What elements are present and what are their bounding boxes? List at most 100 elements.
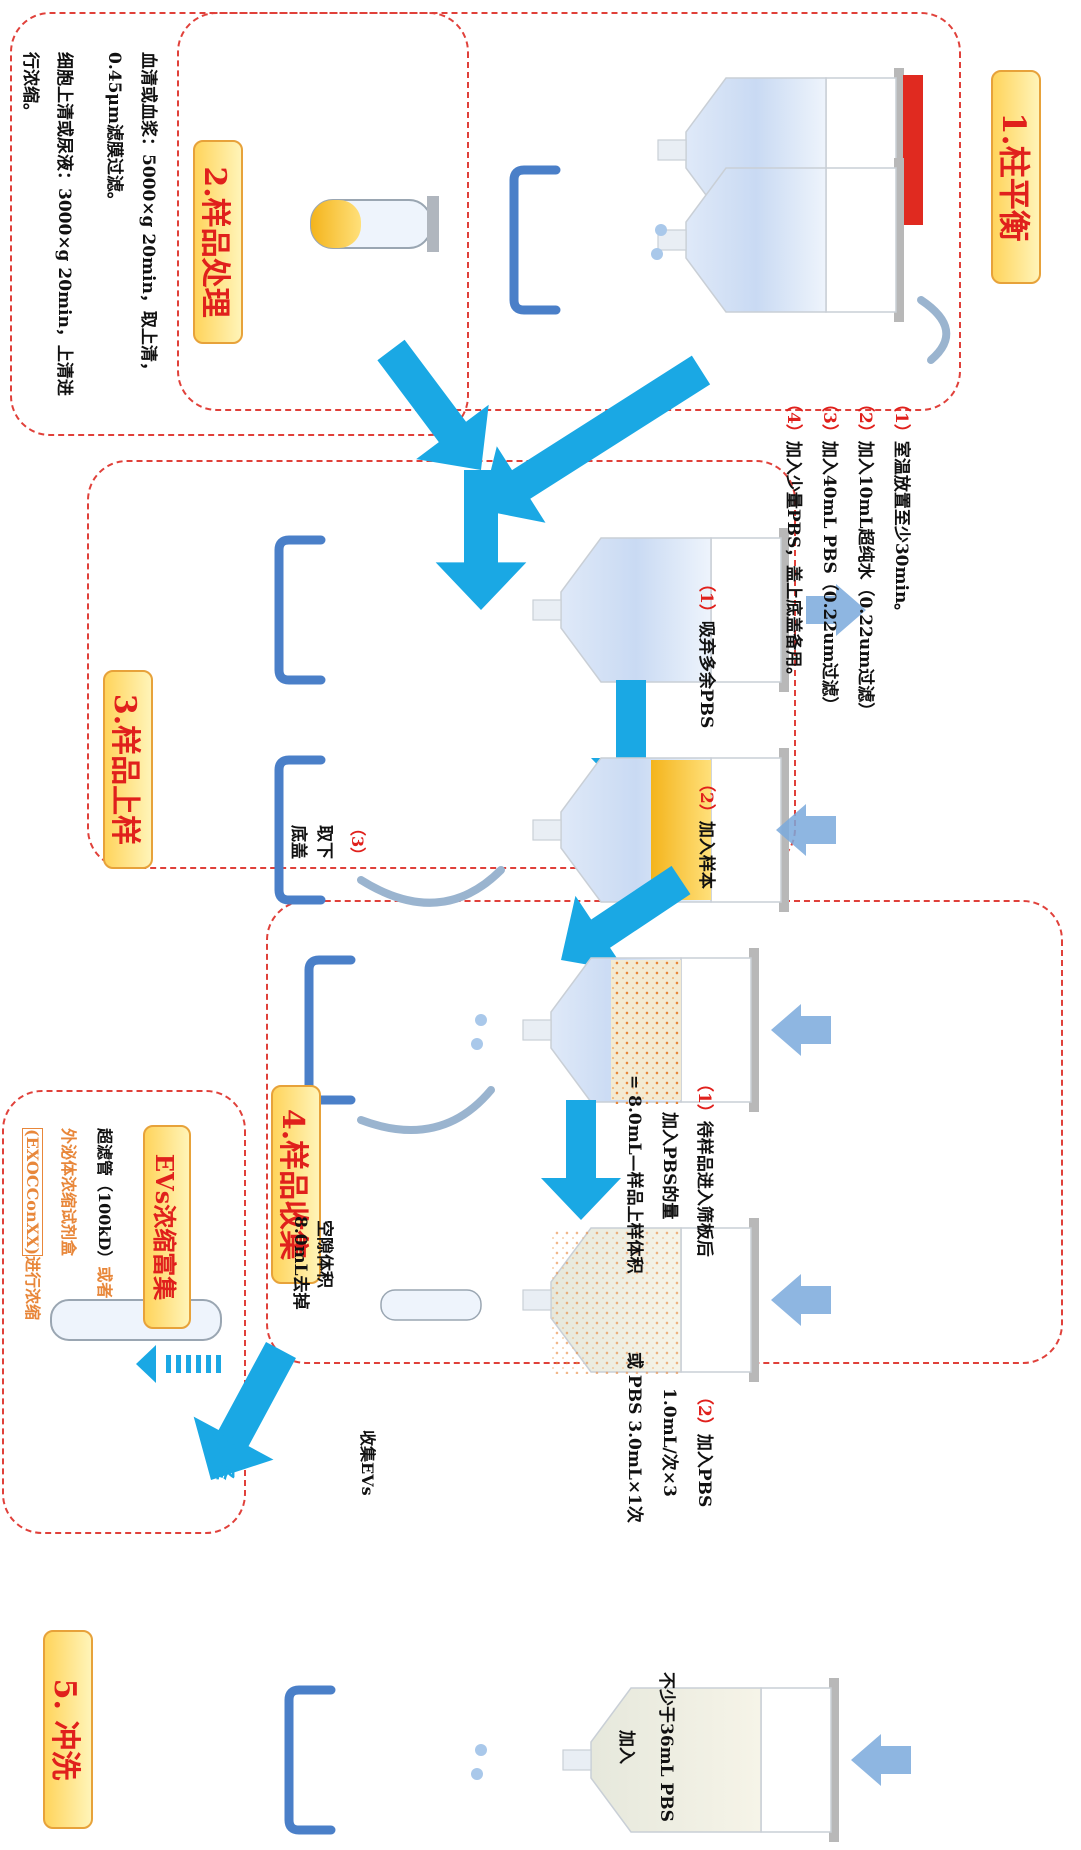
step3-item3-num: （3） <box>348 820 367 864</box>
step1-item4: （4）加入少量PBS，盖上底盖备用。 <box>783 395 808 684</box>
step3-remove-pbs-arrow <box>806 584 866 636</box>
evs-line2: 外泌体浓缩试剂盒 <box>59 1128 78 1257</box>
step2-tube-sample <box>311 200 361 248</box>
step1-drops-b <box>651 248 663 260</box>
choose-arrow-dash <box>196 1355 201 1373</box>
step2-line4: 行浓缩。 <box>20 52 40 120</box>
step4-void-curve-arrow <box>357 1086 495 1134</box>
step2-line2: 0.45μm滤膜过滤。 <box>104 52 124 209</box>
step4-item2-line3: 或 PBS 3.0mL×1次 <box>624 1352 644 1523</box>
step1-item2: （2）加入10mL超纯水（0.22um过滤） <box>855 395 880 719</box>
step4-add-pbs-arrow-a <box>771 1004 831 1056</box>
arrow-step2-to-3 <box>377 339 489 470</box>
step5-drops-b <box>471 1768 483 1780</box>
arrow-step1-to-3 <box>481 355 711 523</box>
step1-item1-num: （1） <box>891 395 911 441</box>
step2-line3: 细胞上清或尿液：3000×g 20min，上清进 <box>54 52 74 396</box>
step5-syringe-plunger <box>760 1687 832 1833</box>
step3-holder-b <box>274 755 326 905</box>
step4-syringe-b-nozzle <box>522 1289 552 1311</box>
arrow-step3-to-4 <box>561 865 691 972</box>
step1-holder <box>509 165 561 315</box>
step3-cap-curve-arrow <box>357 866 505 907</box>
step1-syringe-b-plunger <box>825 167 897 313</box>
step4-item1-line1: （1）待样品进入筛板后 <box>694 1075 719 1257</box>
choose-arrow-head <box>136 1345 156 1383</box>
step1-item1: （1）室温放置至少30min。 <box>891 395 916 620</box>
step3-syringe-a-body <box>560 537 712 683</box>
step4-void-line1: 空隙体积 <box>314 1220 334 1288</box>
step4-syringe-a-nozzle <box>522 1019 552 1041</box>
evs-title: EVs浓缩富集 <box>143 1125 191 1329</box>
step3-item3-text-a: 取下 <box>314 825 334 859</box>
step5-line2: 不少于36mL PBS <box>656 1672 676 1822</box>
choose-label: 选择 <box>209 1432 238 1480</box>
step4-item1-text: 待样品进入筛板后 <box>694 1120 714 1257</box>
evs-line3-a: (EXOCConXX) <box>22 1128 43 1257</box>
arrow-step4-to-5 <box>193 1341 296 1480</box>
evs-line3: (EXOCConXX)进行浓缩 <box>22 1128 46 1320</box>
step3-add-sample-arrow <box>776 804 836 856</box>
step4-syringe-a-dots <box>611 960 681 1104</box>
step3-item3-text-b: 底盖 <box>288 825 308 859</box>
step1-item2-num: （2） <box>855 395 875 441</box>
step4-holder <box>304 955 356 1105</box>
step2-title: 2.样品处理 <box>193 140 243 344</box>
step1-item4-text: 加入少量PBS，盖上底盖备用。 <box>783 440 803 685</box>
step3-syringe-a-nozzle <box>532 599 562 621</box>
step1-syringe-a-redcap <box>903 75 923 225</box>
step4-drops-b <box>471 1038 483 1050</box>
step5-add-pbs-arrow <box>851 1734 911 1786</box>
step5-drops-a <box>475 1744 487 1756</box>
arrow-into-step3 <box>435 470 527 610</box>
choose-arrow-dash <box>216 1355 221 1373</box>
step4-add-pbs-arrow-b <box>771 1274 831 1326</box>
step4-drops-a <box>475 1014 487 1026</box>
step3-item2: （2）加入样本 <box>696 775 721 889</box>
step3-syringe-b-nozzle <box>532 819 562 841</box>
step3-holder-a <box>274 535 326 685</box>
step4-item2-line1: （2）加入PBS <box>694 1388 719 1507</box>
choose-arrow-dash <box>176 1355 181 1373</box>
evs-filter-tube <box>50 1299 222 1341</box>
step3-syringe-a-plunger <box>710 537 782 683</box>
step4-item2-line2: 1.0mL/次×3 <box>659 1388 679 1497</box>
step3-item2-num: （2） <box>696 775 716 821</box>
step4-item2-num: （2） <box>694 1388 714 1434</box>
step5-syringe-body <box>590 1687 762 1833</box>
step1-item1-text: 室温放置至少30min。 <box>891 440 911 621</box>
evs-line1-b: 或者 <box>95 1266 114 1299</box>
step2-line1: 血清或血浆：5000×g 20min，取上清， <box>138 52 158 379</box>
step2-tube-lip <box>427 196 439 252</box>
arrow-step4-down <box>541 1100 621 1220</box>
step4-item1-line2: 加入PBS的量 <box>659 1112 679 1220</box>
choose-arrow-dash <box>206 1355 211 1373</box>
step1-item3-num: （3） <box>819 395 839 441</box>
step1-item4-num: （4） <box>783 395 803 441</box>
step1-title: 1.柱平衡 <box>991 70 1041 284</box>
step1-item3-text: 加入40mL PBS（0.22um过滤） <box>819 440 839 714</box>
evs-line3-b: 进行浓缩 <box>23 1256 42 1321</box>
step5-title: 5. 冲洗 <box>43 1630 93 1829</box>
evs-line1-a: 超滤管（100kD） <box>95 1128 114 1267</box>
step1-item2-text: 加入10mL超纯水（0.22um过滤） <box>855 440 875 720</box>
step4-item1-num: （1） <box>694 1075 714 1121</box>
step4-syringe-b-dots <box>551 1230 681 1374</box>
step3-syringe-b-plunger <box>710 757 782 903</box>
choose-arrow-dash <box>186 1355 191 1373</box>
step3-item2-text: 加入样本 <box>696 820 716 889</box>
step3-item1-text: 吸弃多余PBS <box>696 620 716 729</box>
step1-drops-a <box>655 224 667 236</box>
step3-title: 3.样品上样 <box>103 670 153 869</box>
step1-syringe-a-nozzle <box>657 139 687 161</box>
step4-void-line2: 8.0mL去掉 <box>290 1216 310 1310</box>
step5-line1: 加入 <box>616 1730 636 1764</box>
step5-holder <box>284 1685 336 1835</box>
step4-collect-label: 收集EVs <box>358 1430 377 1496</box>
step1-syringe-b-body <box>685 167 827 313</box>
step1-item3: （3）加入40mL PBS（0.22um过滤） <box>819 395 844 714</box>
step3-syringe-b-bed <box>651 760 711 900</box>
